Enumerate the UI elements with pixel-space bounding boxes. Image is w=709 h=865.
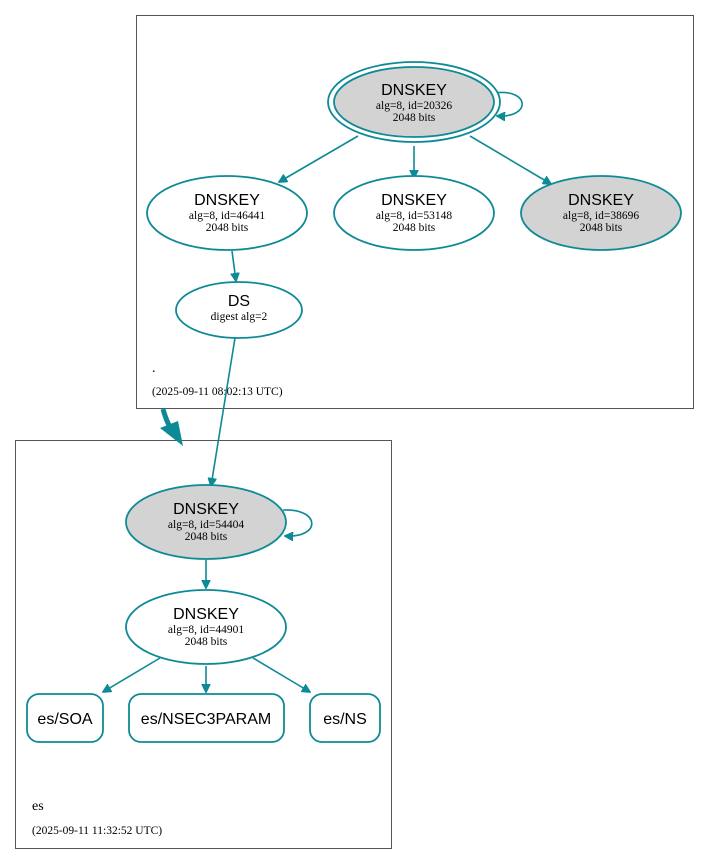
- es-soa-node[interactable]: es/SOA: [26, 693, 104, 743]
- es-ns-node[interactable]: es/NS: [309, 693, 381, 743]
- root-zsk2-bits: 2048 bits: [393, 222, 436, 234]
- es-ns-label: es/NS: [323, 711, 367, 728]
- es-ksk-node[interactable]: DNSKEY alg=8, id=54404 2048 bits: [125, 484, 287, 560]
- root-zsk2-id: alg=8, id=53148: [376, 210, 452, 222]
- edge-root-ksk-to-key3: [469, 135, 551, 184]
- root-ksk-node[interactable]: DNSKEY alg=8, id=20326 2048 bits: [327, 61, 501, 143]
- es-zone-timestamp: (2025-09-11 11:32:52 UTC): [32, 825, 162, 837]
- es-soa-box: [26, 693, 104, 743]
- root-zone-label: .: [152, 361, 156, 376]
- es-ksk-bits: 2048 bits: [185, 531, 228, 543]
- es-ksk-self-edge: [282, 509, 313, 536]
- root-ksk-self-edge: [493, 91, 523, 116]
- edge-zsk1-to-ds: [232, 250, 236, 281]
- root-key3-bits: 2048 bits: [580, 222, 623, 234]
- root-zone-timestamp: (2025-09-11 08:02:13 UTC): [152, 386, 283, 398]
- root-zsk1-node[interactable]: DNSKEY alg=8, id=46441 2048 bits: [146, 175, 308, 251]
- es-zsk-bits: 2048 bits: [185, 636, 228, 648]
- es-nsec3param-label: es/NSEC3PARAM: [141, 711, 271, 728]
- es-ksk-id: alg=8, id=54404: [168, 519, 244, 531]
- root-key3-title: DNSKEY: [568, 192, 634, 209]
- es-ns-box: [309, 693, 381, 743]
- root-key3-node[interactable]: DNSKEY alg=8, id=38696 2048 bits: [520, 175, 682, 251]
- es-zsk-ellipse: [125, 589, 287, 665]
- root-ksk-title: DNSKEY: [381, 82, 447, 99]
- root-key3-id: alg=8, id=38696: [563, 210, 639, 222]
- root-key3-ellipse: [520, 175, 682, 251]
- es-zsk-id: alg=8, id=44901: [168, 624, 244, 636]
- edge-es-zsk-to-soa: [103, 657, 161, 692]
- edge-ds-to-es-ksk: [211, 337, 236, 486]
- root-ds-ellipse: [175, 281, 303, 339]
- root-zsk2-node[interactable]: DNSKEY alg=8, id=53148 2048 bits: [333, 175, 495, 251]
- es-nsec3param-box: [128, 693, 285, 743]
- root-zsk2-ellipse: [333, 175, 495, 251]
- root-ksk-ellipse: [333, 66, 495, 138]
- edge-es-zsk-to-ns: [252, 657, 310, 692]
- es-nsec3param-node[interactable]: es/NSEC3PARAM: [128, 693, 285, 743]
- delegation-arrowhead: [160, 421, 183, 446]
- es-ksk-ellipse: [125, 484, 287, 560]
- root-zsk2-title: DNSKEY: [381, 192, 447, 209]
- root-ksk-id: alg=8, id=20326: [376, 100, 452, 112]
- root-ds-digest: digest alg=2: [211, 311, 268, 323]
- es-ksk-title: DNSKEY: [173, 501, 239, 518]
- root-zsk1-ellipse: [146, 175, 308, 251]
- edge-root-ksk-to-zsk1: [279, 135, 359, 182]
- root-ds-node[interactable]: DS digest alg=2: [175, 281, 303, 339]
- root-ksk-bits: 2048 bits: [393, 112, 436, 124]
- es-zsk-node[interactable]: DNSKEY alg=8, id=44901 2048 bits: [125, 589, 287, 665]
- es-zone-label: es: [32, 799, 44, 814]
- root-zsk1-id: alg=8, id=46441: [189, 210, 265, 222]
- edges: [103, 91, 551, 692]
- root-zsk1-title: DNSKEY: [194, 192, 260, 209]
- root-zsk1-bits: 2048 bits: [206, 222, 249, 234]
- es-zsk-title: DNSKEY: [173, 606, 239, 623]
- es-soa-label: es/SOA: [37, 711, 92, 728]
- root-ds-title: DS: [228, 293, 250, 310]
